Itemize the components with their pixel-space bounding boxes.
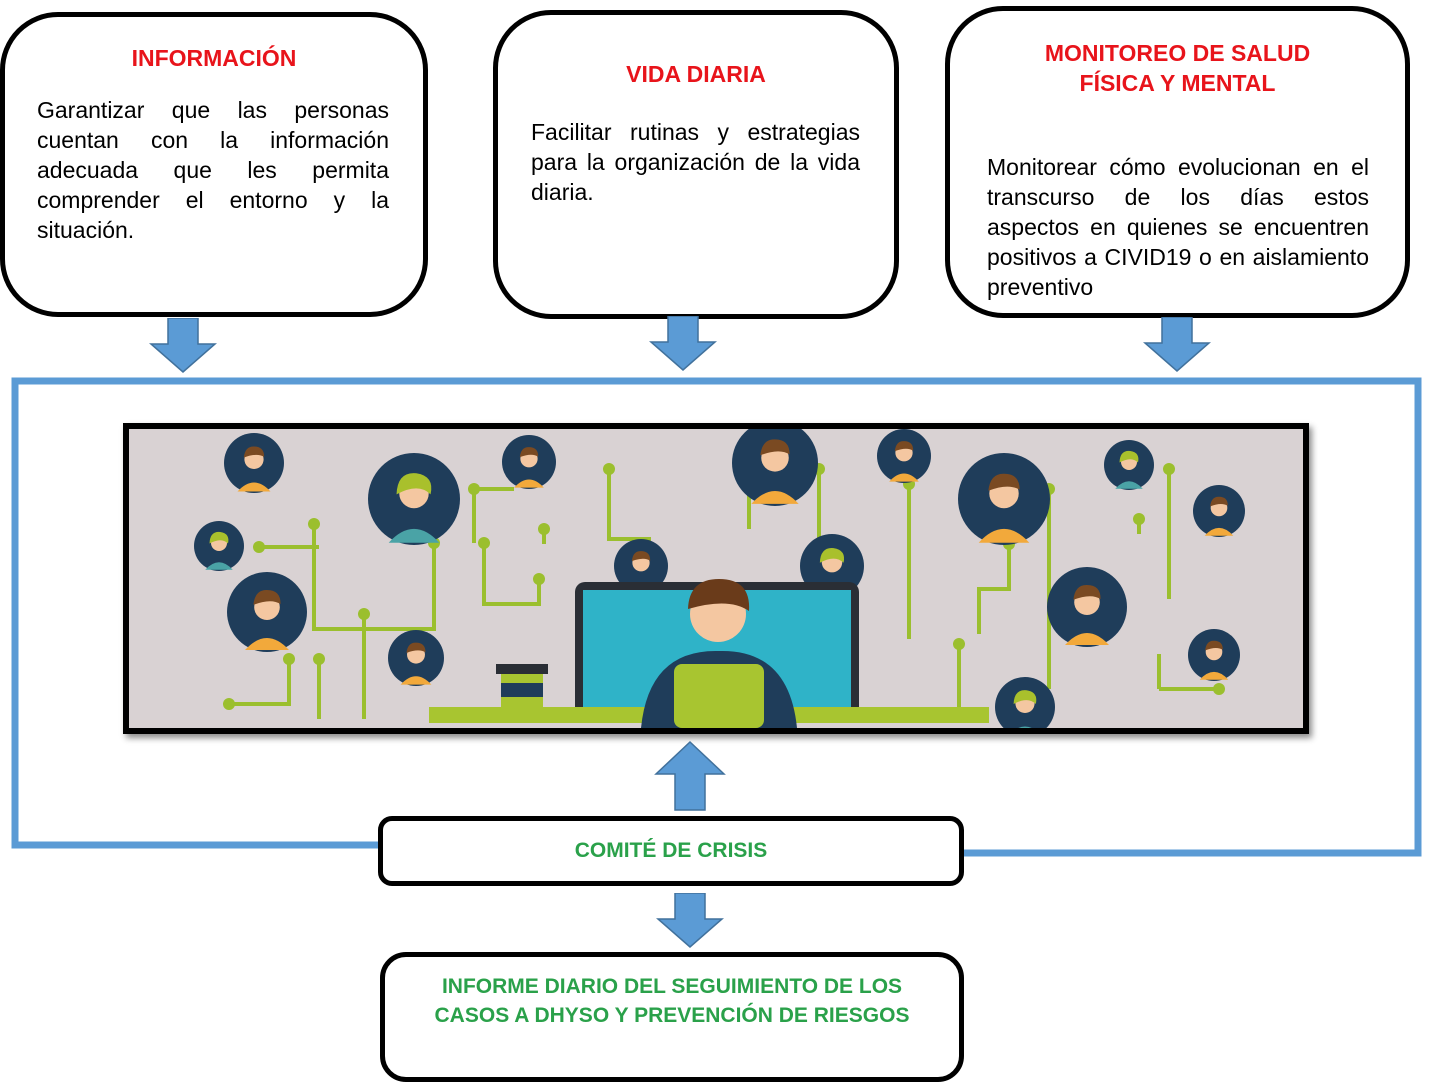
informacion-box bbox=[0, 12, 428, 317]
vida-diaria-text: Facilitar rutinas y estrategias para la … bbox=[531, 119, 860, 205]
informacion-text: Garantizar que las personas cuentan con … bbox=[37, 97, 389, 243]
monitoreo-text: Monitorear cómo evolucionan en el transc… bbox=[987, 154, 1369, 300]
monitoreo-title: MONITOREO DE SALUD FÍSICA Y MENTAL bbox=[965, 38, 1390, 98]
informe-label: INFORME DIARIO DEL SEGUIMIENTO DE LOS CA… bbox=[434, 975, 910, 1027]
up-arrow-icon bbox=[654, 740, 726, 811]
comite-box bbox=[378, 816, 964, 886]
vida-diaria-title: VIDA DIARIA bbox=[626, 61, 766, 87]
network-illustration-svg bbox=[194, 429, 1245, 728]
down-arrow-icon bbox=[649, 316, 717, 371]
monitoreo-box bbox=[945, 6, 1410, 318]
network-illustration bbox=[123, 423, 1309, 734]
down-arrow-icon bbox=[656, 893, 724, 948]
monitoreo-title-line2: FÍSICA Y MENTAL bbox=[1079, 70, 1276, 96]
vida-diaria-box bbox=[493, 10, 899, 319]
informacion-title: INFORMACIÓN bbox=[131, 45, 297, 71]
blue-frame bbox=[11, 377, 1422, 857]
down-arrow-icon bbox=[149, 318, 217, 373]
comite-label: COMITÉ DE CRISIS bbox=[574, 839, 768, 862]
monitoreo-title-line1: MONITOREO DE SALUD bbox=[1044, 40, 1311, 66]
down-arrow-icon bbox=[1143, 317, 1211, 372]
